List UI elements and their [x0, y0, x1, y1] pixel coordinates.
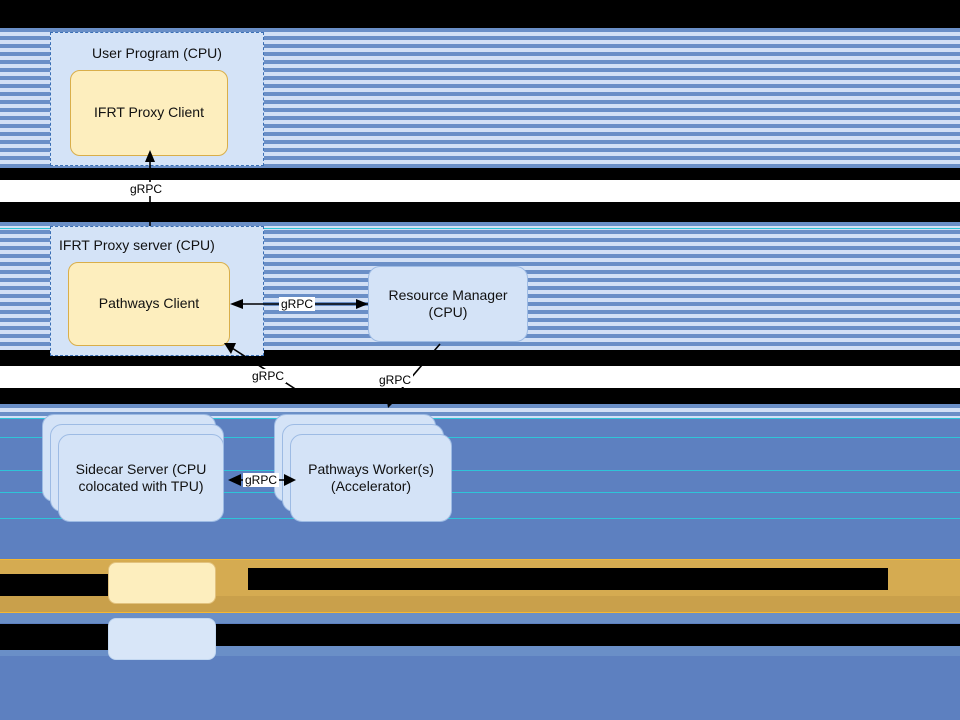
render-artifact-block	[0, 630, 108, 650]
render-artifact-line	[0, 492, 960, 493]
render-artifact-block	[248, 568, 888, 590]
render-artifact-line	[0, 418, 960, 419]
legend-swatch-yellow	[108, 562, 216, 604]
node-ifrt-proxy-client-label: IFRT Proxy Client	[94, 104, 204, 121]
group-ifrt-proxy-server-title: IFRT Proxy server (CPU)	[59, 237, 215, 253]
render-artifact-line	[0, 228, 960, 229]
render-artifact-line	[0, 612, 960, 613]
node-sidecar-server-label-line2: colocated with TPU)	[78, 478, 204, 494]
legend-band-lower	[0, 613, 960, 623]
edge-resource-manager-to-workers	[386, 343, 441, 408]
node-pathways-workers[interactable]: Pathways Worker(s) (Accelerator)	[290, 434, 452, 522]
legend-band-upper-shadow	[0, 596, 960, 612]
node-ifrt-proxy-client[interactable]: IFRT Proxy Client	[70, 70, 228, 156]
edge-pathways-client-to-sidecar	[224, 343, 301, 393]
background-stripes-lower	[0, 404, 960, 418]
node-resource-manager-label-line1: Resource Manager	[388, 286, 508, 303]
edge-label-resource-manager-to-workers: gRPC	[377, 373, 414, 387]
render-artifact-band	[0, 366, 960, 388]
render-artifact-line	[0, 518, 960, 519]
node-resource-manager[interactable]: Resource Manager (CPU)	[368, 266, 528, 342]
render-artifact-block	[0, 574, 108, 596]
render-artifact-block	[222, 626, 822, 646]
edge-label-client-to-proxy-server: gRPC	[128, 182, 165, 196]
render-artifact-band	[0, 180, 960, 202]
render-artifact-band	[0, 168, 960, 180]
node-sidecar-server-label-line1: Sidecar Server (CPU	[75, 460, 207, 477]
render-artifact-band	[0, 388, 960, 404]
node-pathways-client[interactable]: Pathways Client	[68, 262, 230, 346]
render-artifact-band	[0, 202, 960, 222]
render-artifact-line	[0, 437, 960, 438]
node-pathways-client-label: Pathways Client	[98, 295, 200, 312]
edge-label-pathways-client-to-sidecar: gRPC	[250, 369, 287, 383]
node-sidecar-server[interactable]: Sidecar Server (CPU colocated with TPU)	[58, 434, 224, 522]
render-artifact-line	[0, 559, 960, 560]
legend-swatch-blue	[108, 618, 216, 660]
group-user-program-title: User Program (CPU)	[92, 45, 222, 61]
edge-label-resource-manager-to-pathways-client: gRPC	[279, 297, 316, 311]
render-artifact-band	[0, 0, 960, 28]
node-pathways-workers-label-line1: Pathways Worker(s)	[308, 460, 434, 477]
render-artifact-line	[0, 470, 960, 471]
render-artifact-band	[0, 646, 960, 656]
node-pathways-workers-label-line2: (Accelerator)	[330, 478, 412, 494]
edge-label-sidecar-to-worker: gRPC	[243, 473, 280, 487]
node-resource-manager-label-line2: (CPU)	[428, 304, 468, 320]
